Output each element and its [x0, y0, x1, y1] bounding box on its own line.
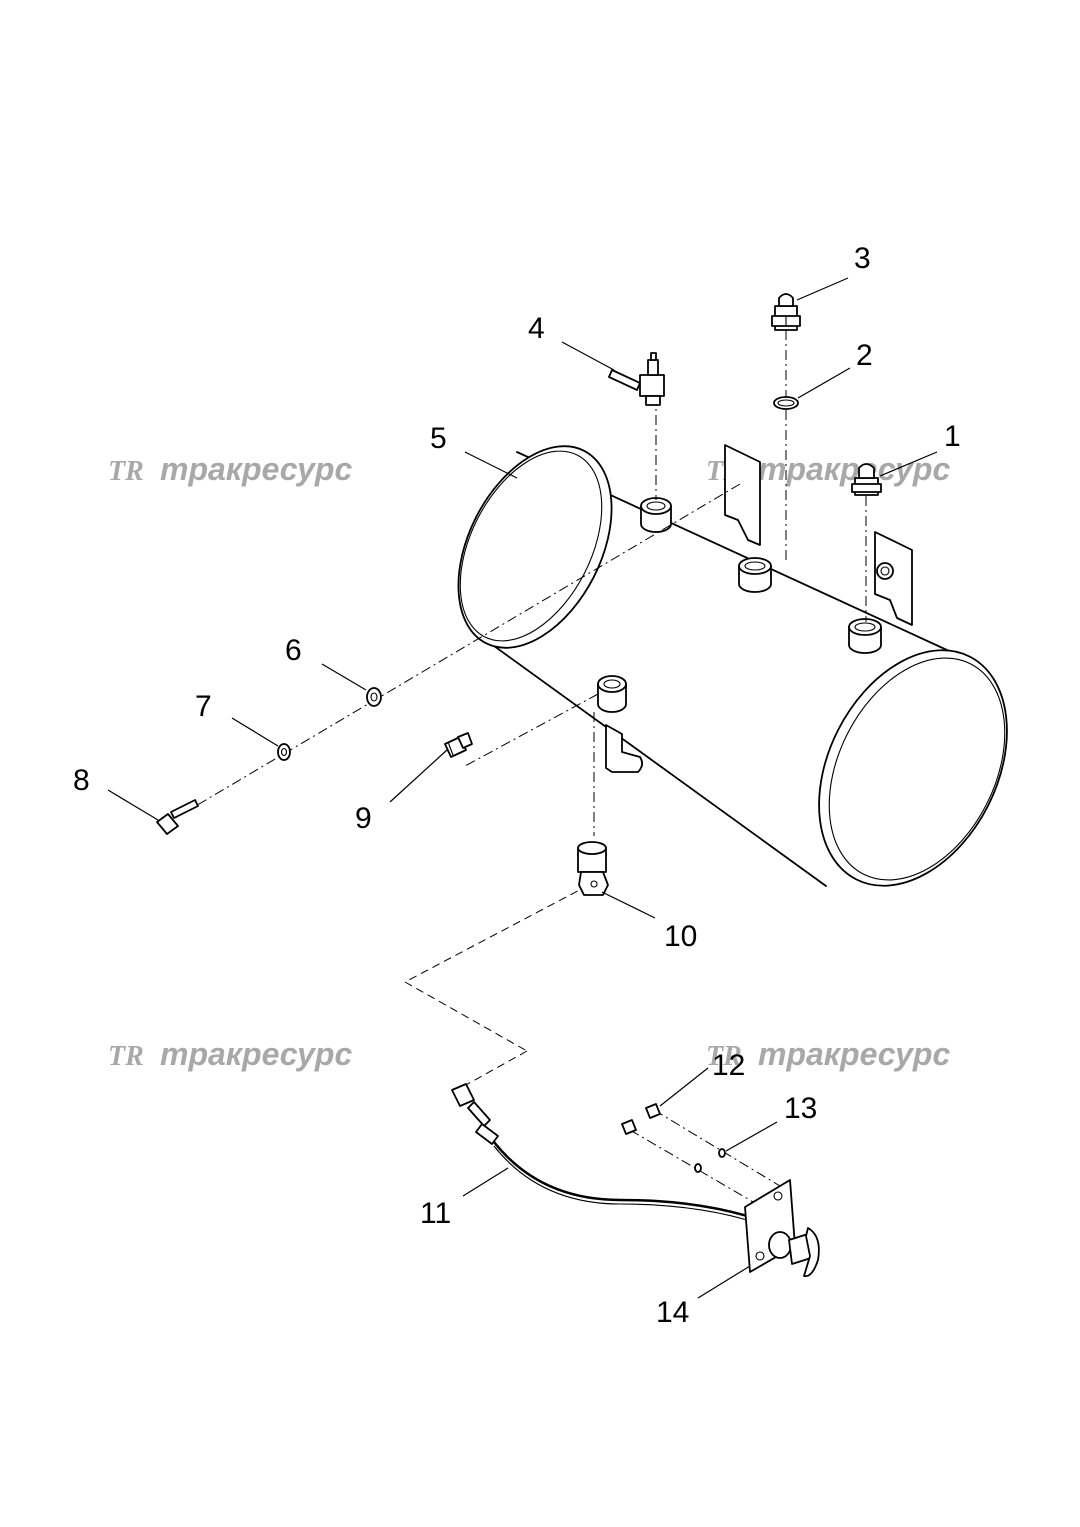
watermark-logo: TR	[108, 456, 144, 487]
callout-3: 3	[854, 242, 871, 275]
watermark-text: тракресурс	[758, 1036, 950, 1072]
callout-5: 5	[430, 422, 447, 455]
callout-10: 10	[664, 920, 697, 953]
tank-bracket-rear-1	[724, 444, 761, 546]
tank-boss-top-2	[738, 557, 772, 593]
part-12-screws	[621, 1103, 661, 1135]
callout-14: 14	[656, 1296, 689, 1329]
part-9-sensor	[444, 732, 473, 758]
watermark-bottom-right: TR тракресурс	[706, 1036, 950, 1072]
part-7-spring-washer	[277, 743, 291, 761]
callout-13: 13	[784, 1092, 817, 1125]
watermark-bottom-left: TR тракресурс	[108, 1036, 352, 1072]
part-2-ring	[773, 396, 799, 410]
part-14-handle	[744, 1179, 820, 1278]
part-6-washer	[366, 687, 382, 707]
tank-boss-top-3	[848, 618, 882, 654]
callout-4: 4	[528, 312, 545, 345]
callout-2: 2	[856, 339, 873, 372]
watermark-text: тракресурс	[160, 1036, 352, 1072]
air-tank	[457, 445, 1008, 887]
callout-12: 12	[712, 1049, 745, 1082]
watermark-logo: TR	[706, 1041, 742, 1072]
part-11-cable	[451, 1083, 761, 1225]
part-10-valve	[577, 841, 609, 896]
watermark-top-left: TR тракресурс	[108, 451, 352, 487]
tank-boss-side	[597, 675, 627, 713]
callout-6: 6	[285, 634, 302, 667]
part-4-drain-valve	[608, 352, 665, 406]
part-1-fitting	[851, 463, 882, 496]
watermark-text: тракресурс	[160, 451, 352, 487]
tank-bracket-bottom	[605, 724, 643, 773]
watermark-logo: TR	[108, 1041, 144, 1072]
callout-8: 8	[73, 764, 90, 797]
part-3-plug	[771, 293, 801, 331]
callout-7: 7	[195, 690, 212, 723]
callout-1: 1	[944, 420, 961, 453]
callouts: 3 2 4 5 1 6 7 8 9 10 11 12 13 14	[73, 242, 961, 1329]
callout-9: 9	[355, 802, 372, 835]
leader-lines	[107, 277, 938, 1299]
tank-bracket-rear-2	[874, 531, 913, 626]
callout-11: 11	[420, 1197, 451, 1230]
part-13-washers	[694, 1148, 726, 1173]
part-8-bolt	[156, 799, 199, 835]
